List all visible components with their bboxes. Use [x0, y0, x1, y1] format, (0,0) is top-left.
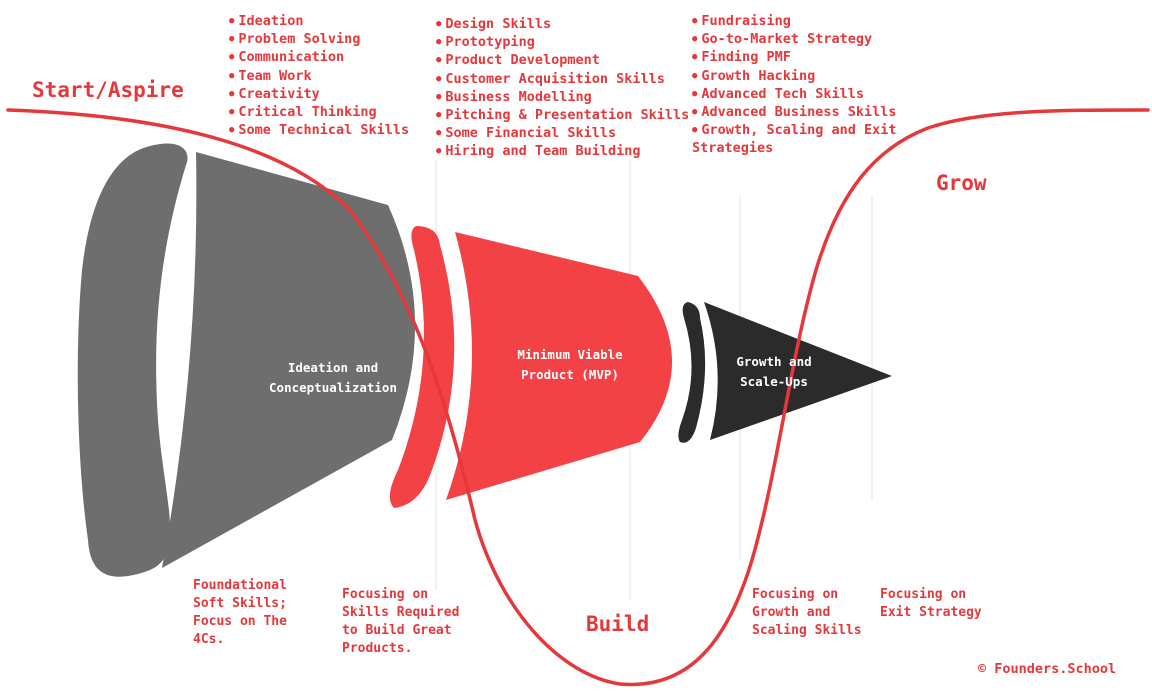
growth-stage-label: Growth and Scale-Ups	[736, 354, 812, 389]
ideation-funnel-body	[162, 152, 416, 568]
ideation-funnel-rim	[77, 143, 188, 577]
skill-item: Fundraising	[692, 12, 898, 30]
skill-item: Hiring and Team Building	[436, 142, 689, 160]
skill-item: Go-to-Market Strategy	[692, 30, 898, 48]
skill-item: Advanced Tech Skills	[692, 85, 898, 103]
grow-skill-list: Fundraising Go-to-Market Strategy Findin…	[692, 12, 898, 158]
skill-item: Prototyping	[436, 33, 689, 51]
skill-item: Customer Acquisition Skills	[436, 70, 689, 88]
skill-item: Team Work	[229, 67, 409, 85]
skill-item: Product Development	[436, 51, 689, 69]
skill-item: Design Skills	[436, 15, 689, 33]
skill-item: Some Technical Skills	[229, 121, 409, 139]
skill-item: Critical Thinking	[229, 103, 409, 121]
skill-item: Communication	[229, 48, 409, 66]
start-skill-list: Ideation Problem Solving Communication T…	[229, 12, 409, 139]
build-title: Build	[586, 612, 650, 636]
skill-item: Pitching & Presentation Skills	[436, 106, 689, 124]
skill-item: Growth Hacking	[692, 67, 898, 85]
start-aspire-title: Start/Aspire	[32, 78, 184, 102]
mvp-funnel-rim	[389, 226, 455, 508]
skill-item: Problem Solving	[229, 30, 409, 48]
skill-item: Finding PMF	[692, 48, 898, 66]
skill-item: Advanced Business Skills	[692, 103, 898, 121]
growth-funnel-body	[704, 302, 892, 440]
copyright-notice: © Founders.School	[978, 661, 1117, 677]
build-skill-list: Design Skills Prototyping Product Develo…	[436, 15, 689, 161]
growth-focus-note: Focusing on Growth and Scaling Skills	[752, 587, 862, 638]
grow-title: Grow	[936, 171, 987, 195]
skill-item: Creativity	[229, 85, 409, 103]
growth-funnel-rim	[678, 302, 706, 443]
skill-item: Some Financial Skills	[436, 124, 689, 142]
build-focus-note: Focusing on Skills Required to Build Gre…	[342, 587, 460, 656]
mvp-funnel-body	[446, 232, 673, 500]
exit-focus-note: Focusing on Exit Strategy	[880, 587, 982, 620]
start-focus-note: Foundational Soft Skills; Focus on The 4…	[193, 578, 287, 647]
skill-item: Business Modelling	[436, 88, 689, 106]
skill-item: Ideation	[229, 12, 409, 30]
ideation-stage-label: Ideation and Conceptualization	[269, 360, 397, 395]
mvp-stage-label: Minimum Viable Product (MVP)	[517, 347, 623, 382]
skill-item: Growth, Scaling and Exit Strategies	[692, 121, 898, 157]
